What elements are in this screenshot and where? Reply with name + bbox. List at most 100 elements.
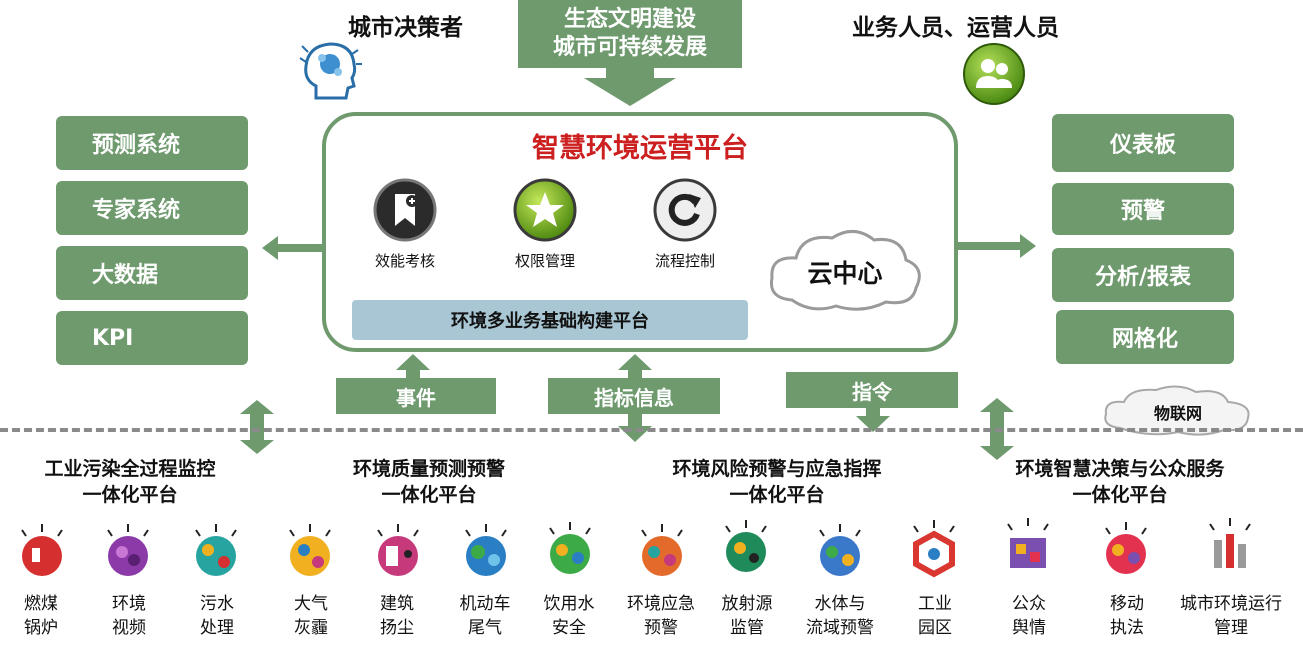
bookmark-plus-icon xyxy=(373,178,437,242)
item-env-video-l1: 环境 xyxy=(112,594,146,614)
indicator-up-arrow xyxy=(618,354,652,380)
left-role-title: 城市决策者 xyxy=(348,15,463,41)
feature-permission: 权限管理 xyxy=(490,178,600,271)
command-down-arrow xyxy=(856,406,890,432)
cloud-icon xyxy=(769,230,921,311)
refresh-icon xyxy=(653,178,717,242)
section-quality-line-2: 一体化平台 xyxy=(381,484,477,506)
item-dust-l1: 建筑 xyxy=(380,594,414,614)
item-vehicle: 机动车尾气 xyxy=(440,592,530,640)
item-haze-l1: 大气 xyxy=(294,594,328,614)
item-industrial-park: 工业园区 xyxy=(890,592,980,640)
section-risk-line-2: 一体化平台 xyxy=(729,484,825,506)
item-emergency: 环境应急预警 xyxy=(616,592,706,640)
item-env-video-l2: 视频 xyxy=(112,618,146,638)
drinking-water-icon xyxy=(549,522,591,574)
item-haze-l2: 灰霾 xyxy=(294,618,328,638)
section-risk-line-1: 环境风险预警与应急指挥 xyxy=(672,458,882,480)
item-mobile-enforcement: 移动执法 xyxy=(1082,592,1172,640)
top-goal-text: 生态文明建设 城市可持续发展 xyxy=(518,6,742,62)
item-watershed: 水体与流域预警 xyxy=(790,592,890,640)
haze-icon xyxy=(289,524,331,576)
system-expert: 专家系统 xyxy=(56,181,248,235)
left-double-arrow xyxy=(262,236,348,260)
item-coal-boiler-l2: 锅炉 xyxy=(24,618,58,638)
item-coal-boiler-l1: 燃煤 xyxy=(24,594,58,614)
feature-performance: 效能考核 xyxy=(350,178,460,271)
sewage-icon xyxy=(195,524,237,576)
system-bigdata: 大数据 xyxy=(56,246,248,300)
iot-label: 物联网 xyxy=(1153,404,1202,423)
public-opinion-icon xyxy=(1007,518,1049,568)
dust-icon xyxy=(377,524,419,576)
section-industrial-line-1: 工业污染全过程监控 xyxy=(44,458,216,480)
top-goal-line-2: 城市可持续发展 xyxy=(552,35,707,60)
item-dust: 建筑扬尘 xyxy=(352,592,442,640)
feature-performance-label: 效能考核 xyxy=(374,252,435,270)
mobile-enforcement-icon xyxy=(1105,522,1147,574)
item-vehicle-l1: 机动车 xyxy=(459,594,511,614)
item-watershed-l1: 水体与 xyxy=(814,594,866,614)
section-decision: 环境智慧决策与公众服务 一体化平台 xyxy=(980,456,1260,508)
cloud-label: 云中心 xyxy=(807,259,883,288)
output-grid: 网格化 xyxy=(1056,310,1234,364)
env-video-icon xyxy=(107,524,149,576)
item-vehicle-l2: 尾气 xyxy=(468,618,502,638)
item-drinking-water-l1: 饮用水 xyxy=(543,594,595,614)
star-icon xyxy=(513,178,577,242)
section-quality: 环境质量预测预警 一体化平台 xyxy=(322,456,536,508)
item-watershed-l2: 流域预警 xyxy=(806,618,874,638)
item-radiation: 放射源监管 xyxy=(702,592,792,640)
watershed-icon xyxy=(819,524,861,576)
item-industrial-park-l2: 园区 xyxy=(918,618,952,638)
top-goal-arrow xyxy=(518,0,742,106)
iot-cloud-icon xyxy=(1104,385,1250,436)
output-report: 分析/报表 xyxy=(1052,248,1234,302)
indicator-down-arrow xyxy=(618,412,652,442)
item-coal-boiler: 燃煤锅炉 xyxy=(0,592,86,640)
item-city-env-ops-l2: 管理 xyxy=(1214,618,1248,638)
vehicle-exhaust-icon xyxy=(465,524,507,576)
item-emergency-l2: 预警 xyxy=(644,618,678,638)
item-industrial-park-l1: 工业 xyxy=(918,594,952,614)
item-haze: 大气灰霾 xyxy=(266,592,356,640)
item-city-env-ops: 城市环境运行管理 xyxy=(1168,592,1294,640)
emergency-alert-icon xyxy=(641,524,683,576)
coal-boiler-icon xyxy=(21,524,63,576)
right-double-arrow xyxy=(938,234,1036,258)
industrial-park-icon xyxy=(913,520,955,578)
item-city-env-ops-l1: 城市环境运行 xyxy=(1180,594,1282,614)
city-env-ops-icon xyxy=(1209,518,1251,568)
base-platform-bar: 环境多业务基础构建平台 xyxy=(352,300,748,340)
left-vertical-arrow xyxy=(240,400,274,454)
item-public-opinion-l2: 舆情 xyxy=(1012,618,1046,638)
system-forecast: 预测系统 xyxy=(56,116,248,170)
section-industrial: 工业污染全过程监控 一体化平台 xyxy=(10,456,250,508)
item-drinking-water: 饮用水安全 xyxy=(524,592,614,640)
item-sewage-l1: 污水 xyxy=(200,594,234,614)
section-divider xyxy=(0,428,1303,432)
right-role-title: 业务人员、运营人员 xyxy=(852,15,1059,41)
indicator-box: 指标信息 xyxy=(548,378,720,414)
event-up-arrow xyxy=(396,354,430,380)
item-public-opinion-l1: 公众 xyxy=(1012,594,1046,614)
users-icon xyxy=(963,43,1025,105)
radiation-icon xyxy=(725,520,767,572)
feature-process: 流程控制 xyxy=(630,178,740,271)
platform-title: 智慧环境运营平台 xyxy=(532,133,748,164)
section-risk: 环境风险预警与应急指挥 一体化平台 xyxy=(632,456,922,508)
item-radiation-l1: 放射源 xyxy=(721,594,773,614)
section-decision-line-2: 一体化平台 xyxy=(1072,484,1168,506)
feature-permission-label: 权限管理 xyxy=(514,252,575,270)
section-decision-line-1: 环境智慧决策与公众服务 xyxy=(1015,458,1225,480)
item-emergency-l1: 环境应急 xyxy=(627,594,695,614)
command-box: 指令 xyxy=(786,372,958,408)
item-sewage: 污水处理 xyxy=(172,592,262,640)
item-drinking-water-l2: 安全 xyxy=(552,618,586,638)
central-platform: 智慧环境运营平台 效能考核 权限管理 流程控制 xyxy=(322,112,958,352)
section-quality-line-1: 环境质量预测预警 xyxy=(352,458,505,480)
system-kpi: KPI xyxy=(56,311,248,365)
item-public-opinion: 公众舆情 xyxy=(984,592,1074,640)
section-industrial-line-2: 一体化平台 xyxy=(82,484,178,506)
item-mobile-enforcement-l1: 移动 xyxy=(1110,594,1144,614)
